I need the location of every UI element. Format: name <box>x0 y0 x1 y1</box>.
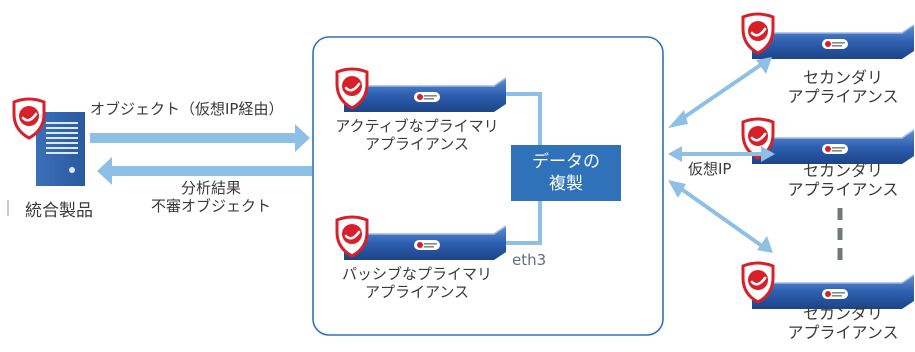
replication-line-bottom <box>506 201 542 245</box>
secondary-label-2: セカンダリ アプライアンス <box>773 161 913 199</box>
results-line1: 分析結果 <box>180 179 241 197</box>
secondary-1-line2: アプライアンス <box>787 87 899 107</box>
replication-box: データの 複製 <box>511 145 621 201</box>
replication-line-top <box>506 92 542 145</box>
primary-passive-line2: アプライアンス <box>364 283 470 301</box>
cluster-box <box>312 36 664 336</box>
primary-active-label: アクティブなプライマリ アプライアンス <box>322 117 512 153</box>
secondary-arrows <box>668 57 775 253</box>
results-line2: 不審オブジェクト <box>150 197 271 215</box>
virtual-ip-label: 仮想IP <box>688 160 732 178</box>
replication-line2: 複製 <box>549 174 583 194</box>
primary-active-line1: アクティブなプライマリ <box>335 117 499 135</box>
server-icon <box>36 112 85 186</box>
replication-line1: データの <box>532 151 600 172</box>
interface-label: eth3 <box>512 251 547 269</box>
results-label: 分析結果 不審オブジェクト <box>136 179 286 215</box>
secondary-appliance-icon <box>751 129 915 165</box>
secondary-label-1: セカンダリ アプライアンス <box>773 68 913 106</box>
secondary-2-line2: アプライアンス <box>787 180 899 200</box>
integrated-product-label: 統合製品 <box>25 201 93 221</box>
primary-passive-label: パッシブなプライマリ アプライアンス <box>322 265 512 301</box>
objects-arrow-label: オブジェクト（仮想IP経由） <box>90 100 284 118</box>
secondary-3-line1: セカンダリ <box>802 304 883 323</box>
secondary-1-line1: セカンダリ <box>802 68 883 87</box>
secondary-3-line2: アプライアンス <box>787 323 899 343</box>
secondary-label-3: セカンダリ アプライアンス <box>773 304 913 342</box>
secondary-appliance-icon <box>751 24 915 60</box>
results-arrow <box>97 157 312 185</box>
primary-active-line2: アプライアンス <box>364 135 470 153</box>
objects-arrow <box>90 124 310 152</box>
primary-passive-line1: パッシブなプライマリ <box>341 265 492 283</box>
secondary-2-line1: セカンダリ <box>802 161 883 180</box>
